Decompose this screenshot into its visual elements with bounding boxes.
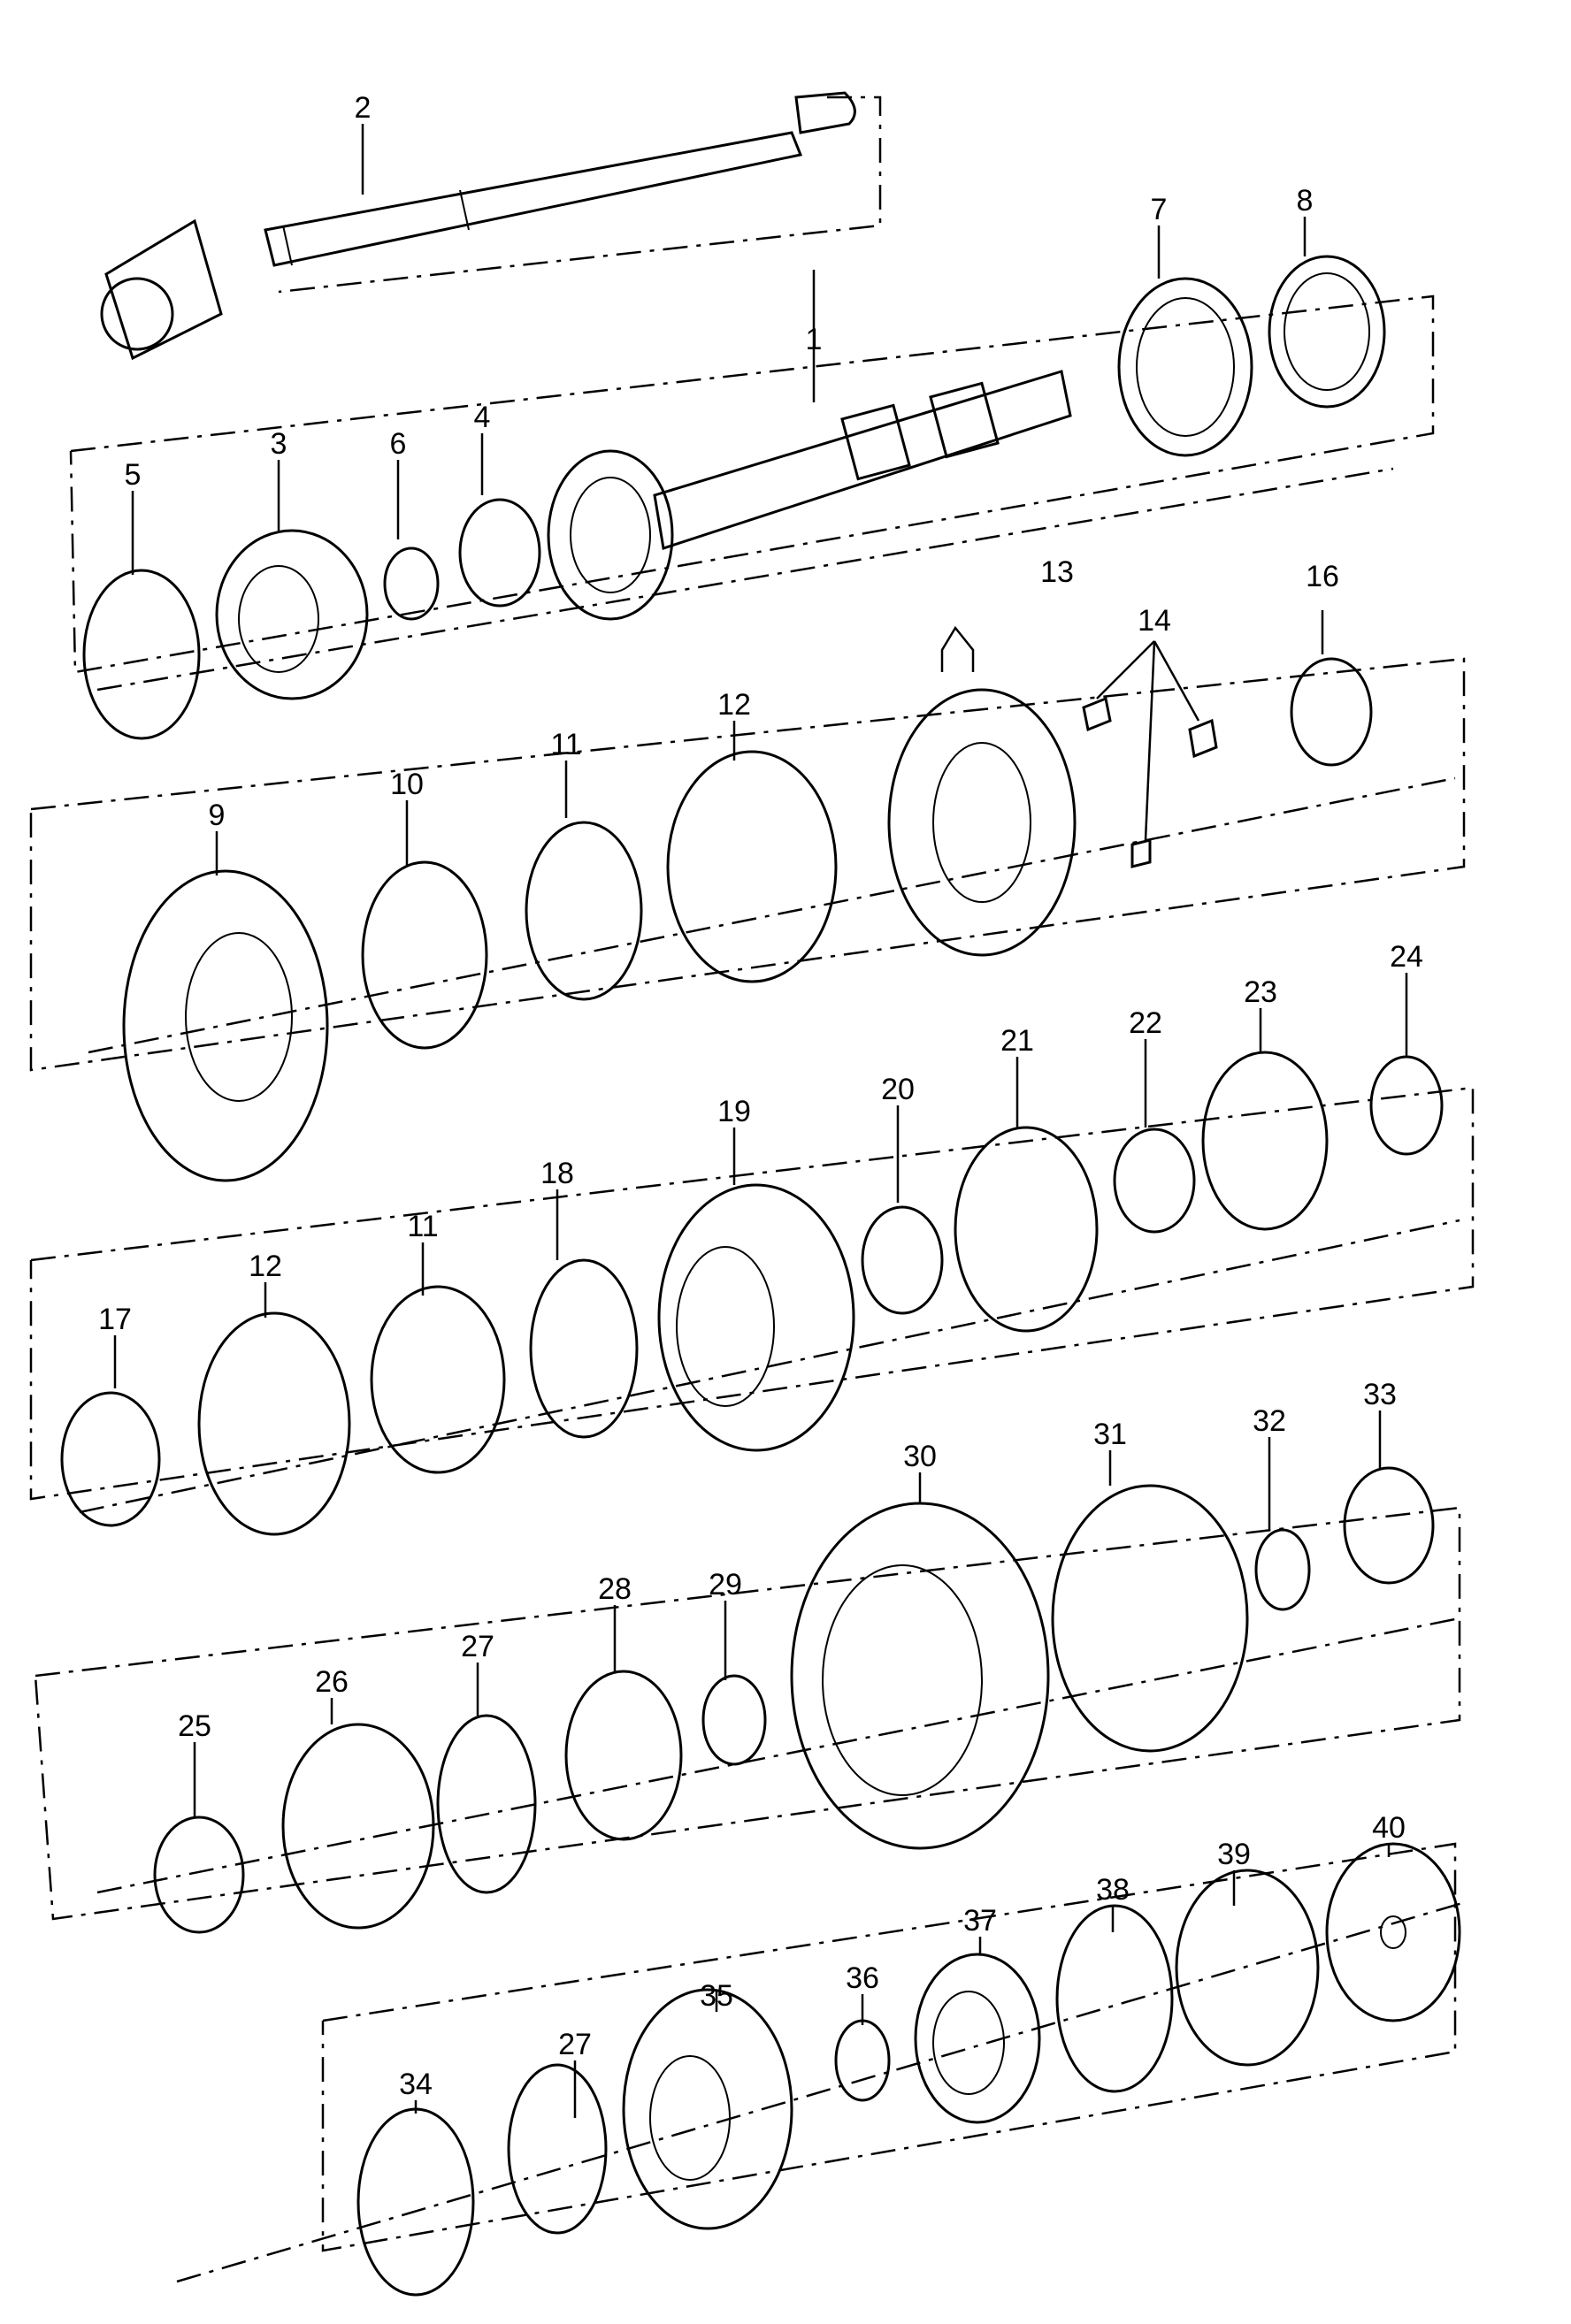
pinion-shaft-part [100,91,856,361]
leader-lines [113,124,1408,2118]
callout-12: 12 [717,688,751,722]
callout-38: 38 [1096,1873,1130,1907]
callout-24: 24 [1390,940,1423,974]
callout-1: 1 [806,323,823,356]
callout-34: 34 [399,2068,433,2101]
callout-32: 32 [1253,1404,1286,1438]
callout-3: 3 [271,427,287,461]
callout-27b: 27 [558,2028,592,2061]
callout-35: 35 [700,1979,733,2013]
callout-36: 36 [846,1961,879,1995]
callout-23: 23 [1244,975,1277,1009]
callout-16: 16 [1306,560,1339,593]
row5-parts [356,1842,1461,2297]
callout-21: 21 [1000,1024,1034,1058]
callout-4: 4 [474,401,491,434]
needle-bearing-8-part [1268,255,1386,409]
row3-parts [60,1051,1444,1536]
row1-small-parts [82,498,541,740]
row4-parts [153,1466,1435,1934]
callout-6: 6 [390,427,407,461]
callout-37: 37 [963,1904,997,1938]
callout-25: 25 [178,1709,211,1743]
callout-31: 31 [1093,1418,1127,1451]
callout-18: 18 [540,1157,574,1190]
callout-8: 8 [1297,184,1314,218]
callout-40: 40 [1372,1811,1406,1845]
callout-29: 29 [709,1568,742,1602]
callout-33: 33 [1363,1378,1397,1411]
callout-9: 9 [209,799,226,832]
callout-26: 26 [315,1665,349,1699]
row2-parts [122,657,1373,1182]
callout-7: 7 [1151,193,1168,226]
callout-39: 39 [1217,1838,1251,1871]
callout-2: 2 [355,91,372,125]
callout-19: 19 [717,1095,751,1128]
callout-28: 28 [598,1572,632,1606]
callout-12b: 12 [249,1250,282,1283]
callout-11b: 11 [407,1210,438,1243]
callout-10: 10 [390,768,424,801]
assembly-boundaries [29,96,1475,2283]
callout-22: 22 [1129,1006,1162,1040]
callout-13: 13 [1040,555,1074,589]
callout-30: 30 [903,1440,937,1473]
callout-17: 17 [98,1303,132,1336]
callout-14: 14 [1138,604,1171,638]
callout-labels: 1 2 3 4 5 6 7 8 9 10 11 12 13 14 16 17 1… [98,91,1423,2101]
callout-5: 5 [125,458,142,492]
callout-20: 20 [881,1073,915,1106]
callout-27: 27 [461,1630,494,1663]
needle-bearing-7-part [1117,277,1253,457]
callout-11: 11 [550,728,581,761]
main-shaft-part [547,370,1072,621]
